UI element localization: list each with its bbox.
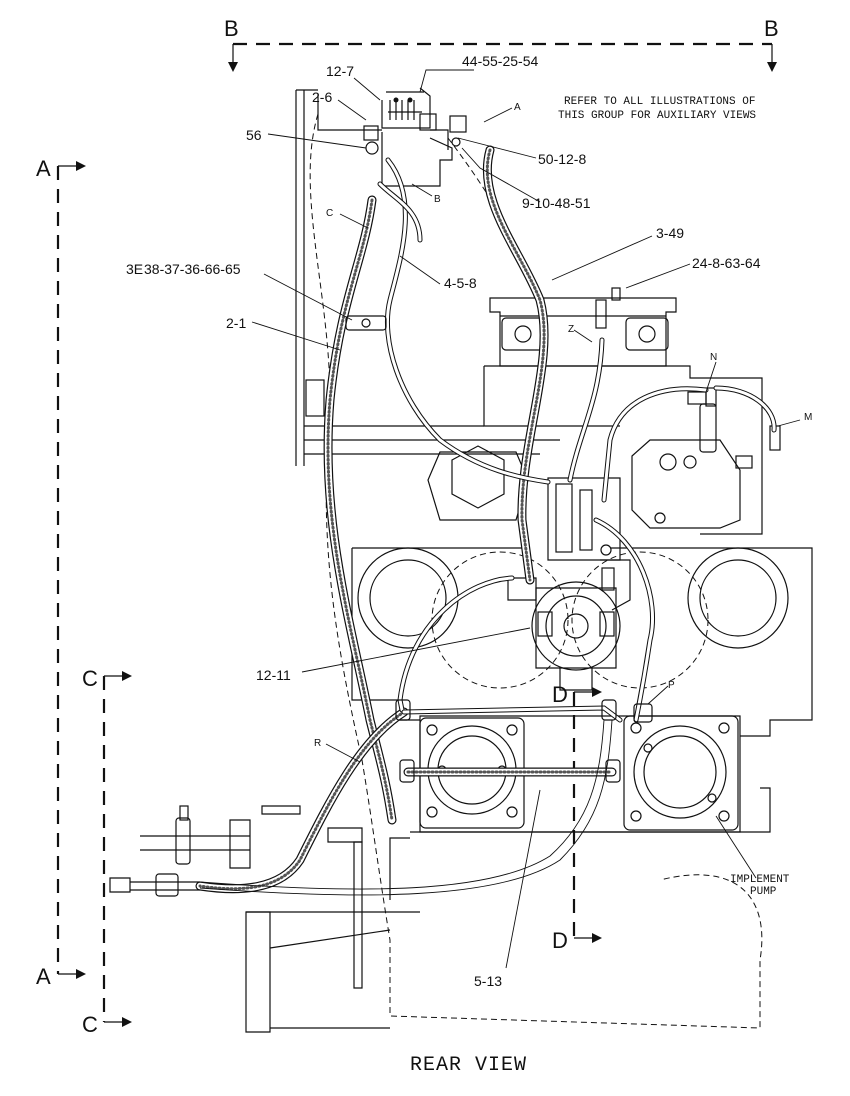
letter-n: N: [710, 352, 717, 363]
callout-9-10-48-51: 9-10-48-51: [522, 195, 591, 211]
callout-44-55-25-54: 44-55-25-54: [462, 53, 538, 69]
letter-c: C: [326, 208, 333, 219]
hose-2-1: [323, 195, 397, 825]
callout-12-11: 12-11: [256, 667, 291, 683]
callout-5-13: 5-13: [474, 973, 502, 989]
letter-b: B: [434, 194, 441, 205]
callout-38-prefix: 3E: [126, 261, 143, 277]
implement-pump: [623, 715, 739, 831]
implement-pump-label-line2: PUMP: [750, 886, 777, 898]
callout-12-7: 12-7: [326, 63, 354, 79]
implement-pump-label-line1: IMPLEMENT: [730, 874, 790, 886]
section-line-b: [228, 42, 777, 72]
fittings: [305, 113, 653, 783]
tubes: [199, 181, 777, 896]
callout-38-37-36-66-65: 38-37-36-66-65: [144, 261, 241, 277]
letter-p: P: [668, 680, 675, 691]
letter-a: A: [514, 102, 521, 113]
section-line-a: [56, 161, 86, 979]
note-line-1: REFER TO ALL ILLUSTRATIONS OF: [564, 96, 755, 108]
center-pump-assembly: [507, 477, 631, 691]
callout-3-49: 3-49: [656, 225, 684, 241]
callout-4-5-8: 4-5-8: [444, 275, 477, 291]
right-valve-assembly: [631, 387, 781, 529]
callout-24-8-63-64: 24-8-63-64: [692, 255, 761, 271]
callout-2-6: 2-6: [312, 89, 332, 105]
hose-4-5-8: [384, 157, 551, 485]
hose-3-49: [482, 145, 549, 585]
section-b-right-label: B: [764, 16, 779, 41]
section-a-top-label: A: [36, 156, 51, 181]
frame-outline: [295, 87, 813, 1029]
section-c-top-label: C: [82, 666, 98, 691]
hose-r: [195, 707, 409, 894]
section-a-bottom-label: A: [36, 964, 51, 989]
letter-z: Z: [568, 324, 574, 335]
section-d-bottom-label: D: [552, 928, 568, 953]
section-line-d: [572, 687, 602, 943]
note-line-2: THIS GROUP FOR AUXILIARY VIEWS: [558, 110, 756, 122]
letter-r: R: [314, 738, 321, 749]
leader-lines: [251, 69, 801, 969]
callout-56: 56: [246, 127, 262, 143]
section-d-top-label: D: [552, 682, 568, 707]
callout-50-12-8: 50-12-8: [538, 151, 586, 167]
letter-m: M: [804, 412, 812, 423]
lower-left-bracket: [109, 805, 420, 1033]
section-b-left-label: B: [224, 16, 239, 41]
section-line-c: [102, 671, 132, 1027]
view-title: REAR VIEW: [410, 1054, 527, 1077]
callout-2-1: 2-1: [226, 315, 246, 331]
section-c-bottom-label: C: [82, 1012, 98, 1037]
